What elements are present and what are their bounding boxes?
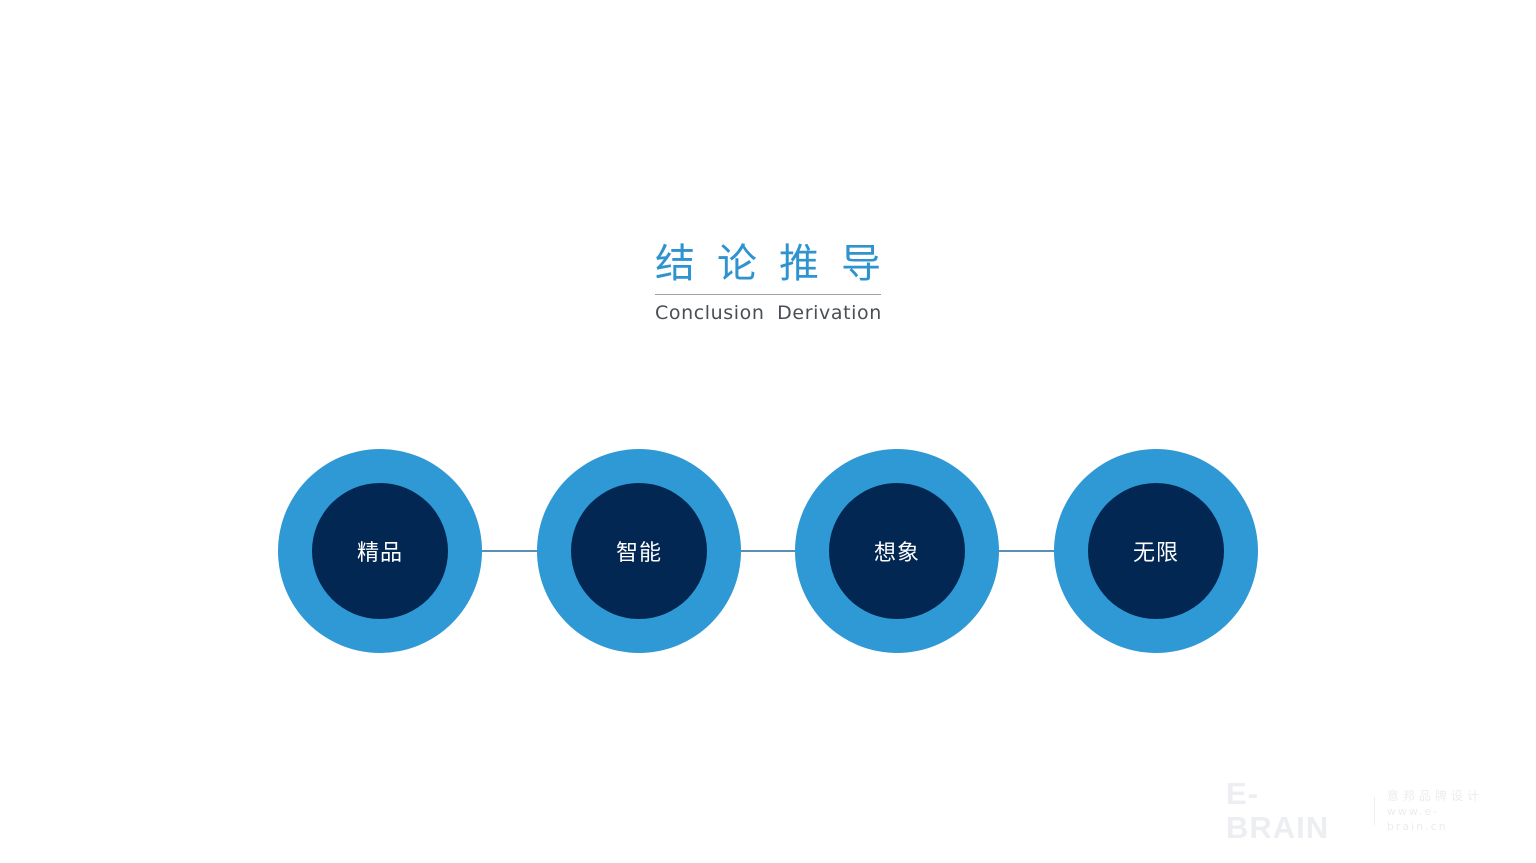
- connector-line-2: [741, 550, 796, 552]
- node-jingpin: 精品: [278, 449, 482, 653]
- page-title: 结论推导: [655, 241, 903, 287]
- brand-name: 意邦品牌设计: [1386, 788, 1483, 803]
- node-zhineng: 智能: [537, 449, 741, 653]
- node-wuxian: 无限: [1054, 449, 1258, 653]
- connector-line-1: [482, 550, 537, 552]
- node-core: 无限: [1088, 483, 1224, 619]
- node-core: 精品: [312, 483, 448, 619]
- title-divider: [655, 294, 881, 295]
- title-block: 结论推导 Conclusion Derivation: [655, 236, 881, 326]
- brand-url: www.e-brain.cn: [1386, 804, 1448, 833]
- brand-logo: E-BRAIN: [1226, 776, 1330, 845]
- node-core: 想象: [829, 483, 965, 619]
- node-xiangxiang: 想象: [795, 449, 999, 653]
- brand-text: 意邦品牌设计 www.e-brain.cn: [1387, 789, 1498, 834]
- node-label: 智能: [615, 541, 662, 566]
- brand-divider: [1373, 797, 1375, 825]
- connector-line-3: [999, 550, 1055, 552]
- node-label: 无限: [1132, 541, 1179, 566]
- node-label: 精品: [356, 541, 403, 566]
- brand-watermark: E-BRAIN 意邦品牌设计 www.e-brain.cn: [1226, 777, 1498, 845]
- page-subtitle: Conclusion Derivation: [655, 302, 882, 324]
- node-label: 想象: [873, 541, 920, 566]
- node-core: 智能: [571, 483, 707, 619]
